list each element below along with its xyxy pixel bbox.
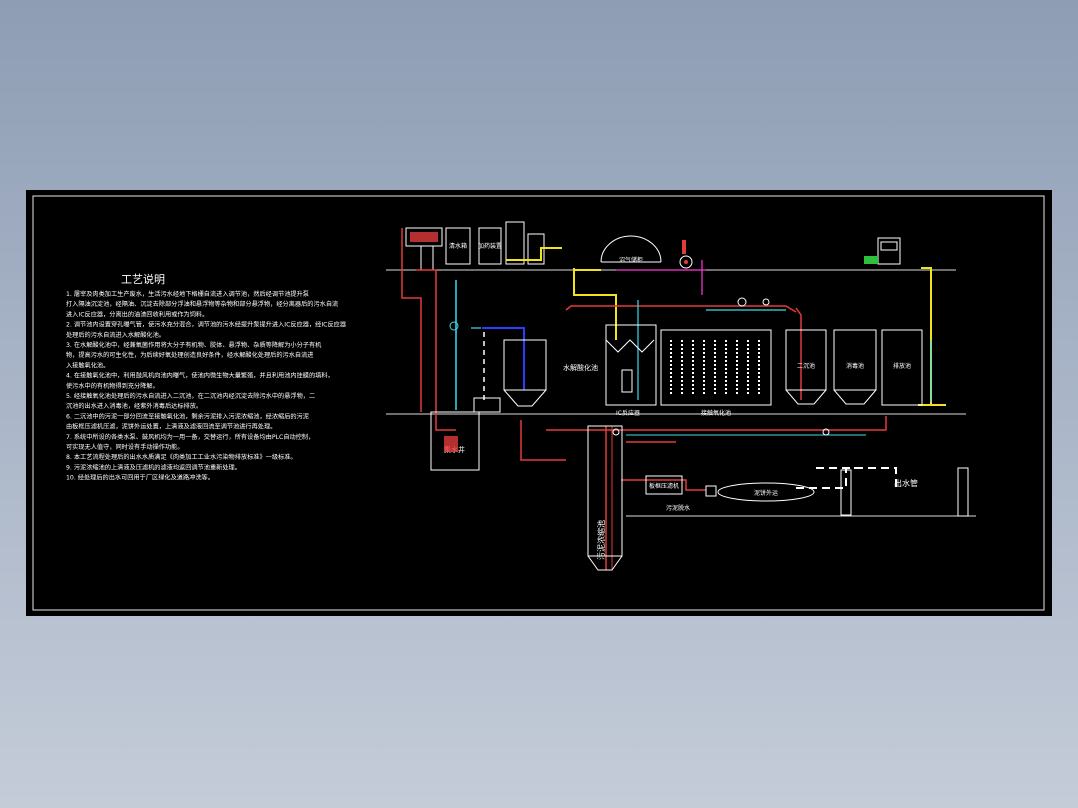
biogas-line-a xyxy=(506,247,562,261)
notes-line: 3. 在水解酸化池中，经兼氧菌作用将大分子有机物、胶体、悬浮物、杂质等降解为小分… xyxy=(66,341,322,349)
notes-line: 处理后的污水自流进入水解酸化池。 xyxy=(66,331,165,339)
fill-media xyxy=(670,340,760,395)
notes-line: 1. 屠宰及肉类加工生产废水，生活污水经地下格栅自流进入调节池，然后经调节池提升… xyxy=(66,290,309,298)
tank-1 xyxy=(503,339,547,391)
notes-line: 沉池的出水进入消毒池，经紫外消毒后达标排放。 xyxy=(66,402,202,410)
dewatering-label: 污泥脱水 xyxy=(666,504,690,512)
sump-pit xyxy=(430,411,480,471)
notes-line: 6. 二沉池中的污泥一部分回流至接触氧化池，剩余污泥排入污泥浓缩池，经浓缩后的污… xyxy=(66,412,309,420)
chemical-tank xyxy=(478,227,502,265)
effluent-label: 出水管 xyxy=(894,478,918,488)
sludge-cake xyxy=(717,482,815,502)
biogas-holder-label: 沼气储柜 xyxy=(619,256,643,264)
outfall-wall-right xyxy=(957,467,969,517)
blower-icon xyxy=(679,255,693,269)
clarifier-label: 二沉池 xyxy=(797,362,815,370)
notes-line: 打入隔油沉淀池，经隔油、沉淀去除部分浮油和悬浮物等杂物和部分悬浮物，经分离器后的… xyxy=(66,300,338,308)
filter-press-label: 板框压滤机 xyxy=(649,482,679,490)
contact-oxidation-tank xyxy=(660,329,772,406)
biogas-holder xyxy=(600,235,662,263)
filter-press xyxy=(645,475,683,495)
notes-line: 4. 在接触氧化池中，利用鼓风机向池内曝气，使池内微生物大量繁殖，并且利用池内挂… xyxy=(66,372,334,380)
notes-text-block: 1. 屠宰及肉类加工生产废水，生活污水经地下格栅自流进入调节池，然后经调节池提升… xyxy=(66,290,347,482)
sludge-return-line xyxy=(546,416,887,431)
notes-line: 由板框压滤机压滤，泥饼外运处置，上清液及滤液回流至调节池进行再处理。 xyxy=(66,423,276,431)
notes-line: 5. 经接触氧化池处理后的污水自流进入二沉池，在二沉池内经沉淀去除污水中的悬浮物… xyxy=(66,392,315,400)
valve-icon xyxy=(737,297,747,307)
disinfection-tank xyxy=(833,329,877,391)
notes-line: 使污水中的有机物得到充分降解。 xyxy=(66,382,159,390)
effluent-dashed xyxy=(796,467,856,489)
clean-water-tank-label: 清水箱 xyxy=(449,242,467,250)
sludge-line-a xyxy=(401,228,422,412)
disinfection-label: 消毒池 xyxy=(846,362,864,370)
outfall-wall-left xyxy=(840,469,852,516)
cad-viewport[interactable]: 工艺说明 1. 屠宰及肉类加工生产废水，生活污水经地下格栅自流进入调节池，然后经… xyxy=(26,190,1052,616)
ic-reactor xyxy=(605,324,657,406)
notes-line: 进入IC反应器，分离出的油渣回收利用或作为饲料。 xyxy=(66,310,208,318)
sludge-line-top xyxy=(565,305,797,313)
notes-line: 2. 调节池内设置穿孔曝气管，使污水充分混合，调节池的污水经提升泵提升进入IC反… xyxy=(66,321,347,329)
secondary-clarifier xyxy=(785,329,827,391)
clean-water-tank xyxy=(445,227,471,265)
notes-line: 入接触氧化池。 xyxy=(66,361,109,369)
chemical-tank-label: 加药装置 xyxy=(478,242,502,250)
outfall-label: 排放池 xyxy=(893,362,911,370)
notes-line: 可实现无人值守，同时设有手动操作功能。 xyxy=(66,443,184,451)
sludge-thickener-label: 污泥浓缩池 xyxy=(596,520,606,560)
hydrolysis-label: 水解酸化池 xyxy=(563,363,598,372)
notes-line: 物，提高污水的可生化性，为后续好氧处理创造良好条件，经水解酸化处理后的污水自流进 xyxy=(66,351,314,359)
contact-oxidation-label: 接触氧化池 xyxy=(701,409,731,417)
ic-reactor-label: IC反应器 xyxy=(616,409,640,417)
outfall-tank xyxy=(881,329,923,406)
notes-title: 工艺说明 xyxy=(121,272,165,286)
pump-icon xyxy=(449,321,459,331)
sludge-cake-label: 泥饼外运 xyxy=(754,489,778,497)
notes-line: 8. 本工艺流程处理后的出水水质满足《肉类加工工业水污染物排放标准》一级标准。 xyxy=(66,453,297,461)
notes-line: 7. 系统中所设的各类水泵、鼓风机均为一用一备，交替运行，所有设备均由PLC自动… xyxy=(66,433,314,441)
drawing-frame xyxy=(32,195,1045,611)
control-cabinet-right xyxy=(877,237,901,265)
air-line xyxy=(482,327,525,390)
sludge-thickener xyxy=(587,425,623,557)
notes-line: 10. 经处理后的出水可回用于厂区绿化及道路冲洗等。 xyxy=(66,474,214,482)
notes-line: 9. 污泥浓缩池的上清液及压滤机的滤液均返回调节池重新处理。 xyxy=(66,463,241,471)
process-flow-drawing: 工艺说明 1. 屠宰及肉类加工生产废水，生活污水经地下格栅自流进入调节池，然后经… xyxy=(32,195,1045,611)
biogas-line-b xyxy=(573,268,617,340)
